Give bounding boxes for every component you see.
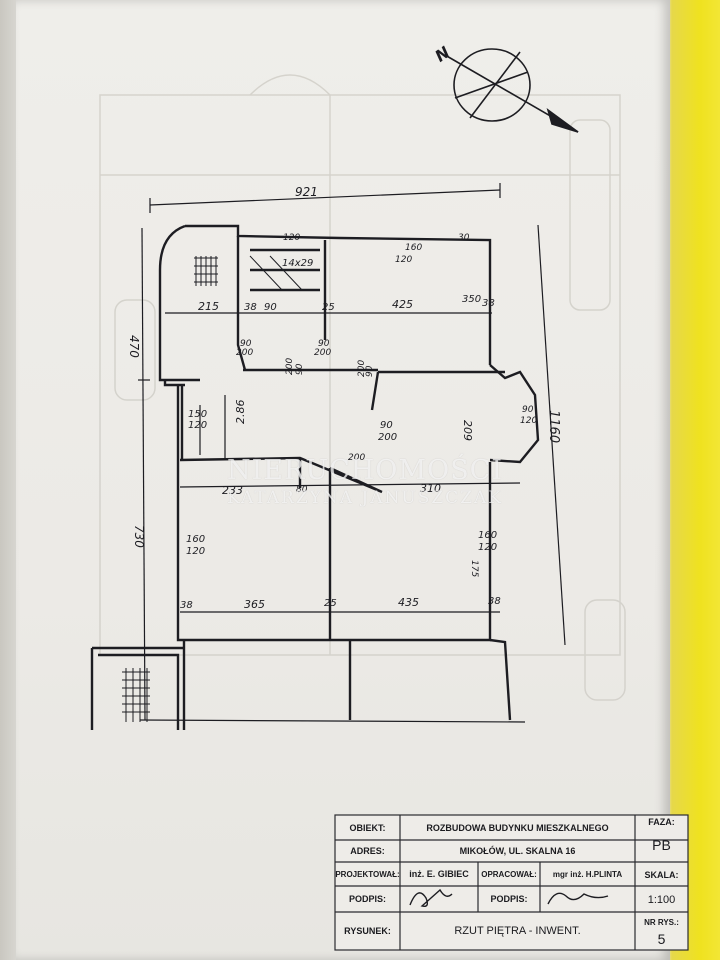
opracowal-label: OPRACOWAŁ: — [481, 869, 537, 879]
dim-175: 175 — [469, 560, 479, 577]
podpis2-label: PODPIS: — [490, 894, 528, 904]
signature-projektowal — [409, 888, 453, 908]
skala-value: 1:100 — [647, 894, 676, 906]
obiekt-value: ROZBUDOWA BUDYNKU MIESZKALNEGO — [426, 822, 609, 833]
dim-overall-width: 921 — [295, 185, 318, 199]
dim-window-160-right: 160 — [478, 530, 497, 541]
dim-door-90e: 90 — [380, 420, 393, 431]
dim-200c: 200 — [285, 358, 295, 375]
dimension-labels: 921 470 730 1160 215 38 90 25 425 38 14x… — [127, 185, 561, 611]
podpis-label: PODPIS: — [348, 894, 386, 904]
rysunek-value: RZUT PIĘTRA - INWENT. — [454, 925, 581, 937]
dim-38d: 38 — [488, 596, 501, 607]
title-block-grid — [334, 814, 689, 951]
dim-25c: 25 — [324, 598, 337, 609]
dim-stair: 14x29 — [282, 258, 313, 269]
stairs — [122, 255, 303, 722]
dim-38a: 38 — [244, 302, 257, 313]
adres-value: MIKOŁÓW, UL. SKALNA 16 — [459, 846, 576, 856]
dim-435: 435 — [398, 596, 419, 609]
dim-425: 425 — [392, 298, 413, 311]
dim-25a: 25 — [322, 302, 335, 313]
dim-door-200e: 200 — [378, 432, 397, 443]
dim-overall-height: 1160 — [546, 410, 561, 443]
dim-200f: 200 — [348, 453, 365, 463]
dim-209: 209 — [461, 420, 474, 441]
dim-door-200b: 200 — [314, 348, 331, 358]
dim-window-120-left: 120 — [188, 420, 207, 431]
dim-window-120-low: 120 — [186, 546, 205, 557]
dim-200d: 200 — [357, 360, 367, 377]
dim-window-160-top: 160 — [405, 243, 422, 253]
walls — [90, 224, 540, 730]
dim-215: 215 — [198, 300, 219, 313]
dim-310: 310 — [420, 482, 441, 495]
projektowal-value: inż. E. GIBIEC — [409, 869, 469, 879]
dim-350: 350 — [462, 294, 481, 305]
dim-window-120-top: 120 — [395, 255, 412, 265]
dim-bay-90: 90 — [522, 405, 534, 415]
signature-opracowal — [547, 892, 609, 905]
dim-90a: 90 — [264, 302, 277, 313]
dim-window-160-left: 160 — [186, 534, 205, 545]
dim-left-upper: 470 — [127, 335, 141, 358]
dim-door-90a: 90 — [240, 339, 252, 349]
dim-80: 80 — [296, 485, 308, 495]
dim-top-120: 120 — [283, 233, 300, 243]
dim-top-30: 30 — [458, 233, 470, 243]
skala-label: SKALA: — [644, 870, 679, 880]
faza-label: FAZA: — [648, 816, 675, 827]
dim-38c: 38 — [180, 600, 193, 611]
dim-left-lower: 730 — [132, 525, 146, 548]
dim-bay-120: 120 — [520, 416, 537, 426]
dim-365: 365 — [244, 598, 265, 611]
nr-value: 5 — [657, 931, 666, 947]
dim-38b: 38 — [482, 298, 495, 309]
dim-90d: 90 — [365, 365, 375, 377]
opracowal-value: mgr inż. H.PLINTA — [552, 869, 623, 879]
dimension-lines — [138, 183, 566, 723]
dim-door-200a: 200 — [236, 348, 253, 358]
north-arrow-icon — [444, 48, 579, 133]
dim-233: 233 — [222, 484, 243, 497]
dim-90c: 90 — [295, 363, 305, 375]
dim-door-90b: 90 — [318, 339, 330, 349]
projektowal-label: PROJEKTOWAŁ: — [335, 869, 400, 879]
rysunek-label: RYSUNEK: — [344, 926, 391, 936]
adres-label: ADRES: — [350, 846, 385, 856]
dim-height-286: 2.86 — [234, 400, 247, 425]
dim-window-120-right: 120 — [478, 542, 497, 553]
obiekt-label: OBIEKT: — [349, 822, 386, 833]
faza-value: PB — [652, 837, 671, 853]
nr-label: NR RYS.: — [644, 917, 679, 927]
paper-sheet — [16, 0, 670, 960]
dim-window-150: 150 — [188, 409, 207, 420]
